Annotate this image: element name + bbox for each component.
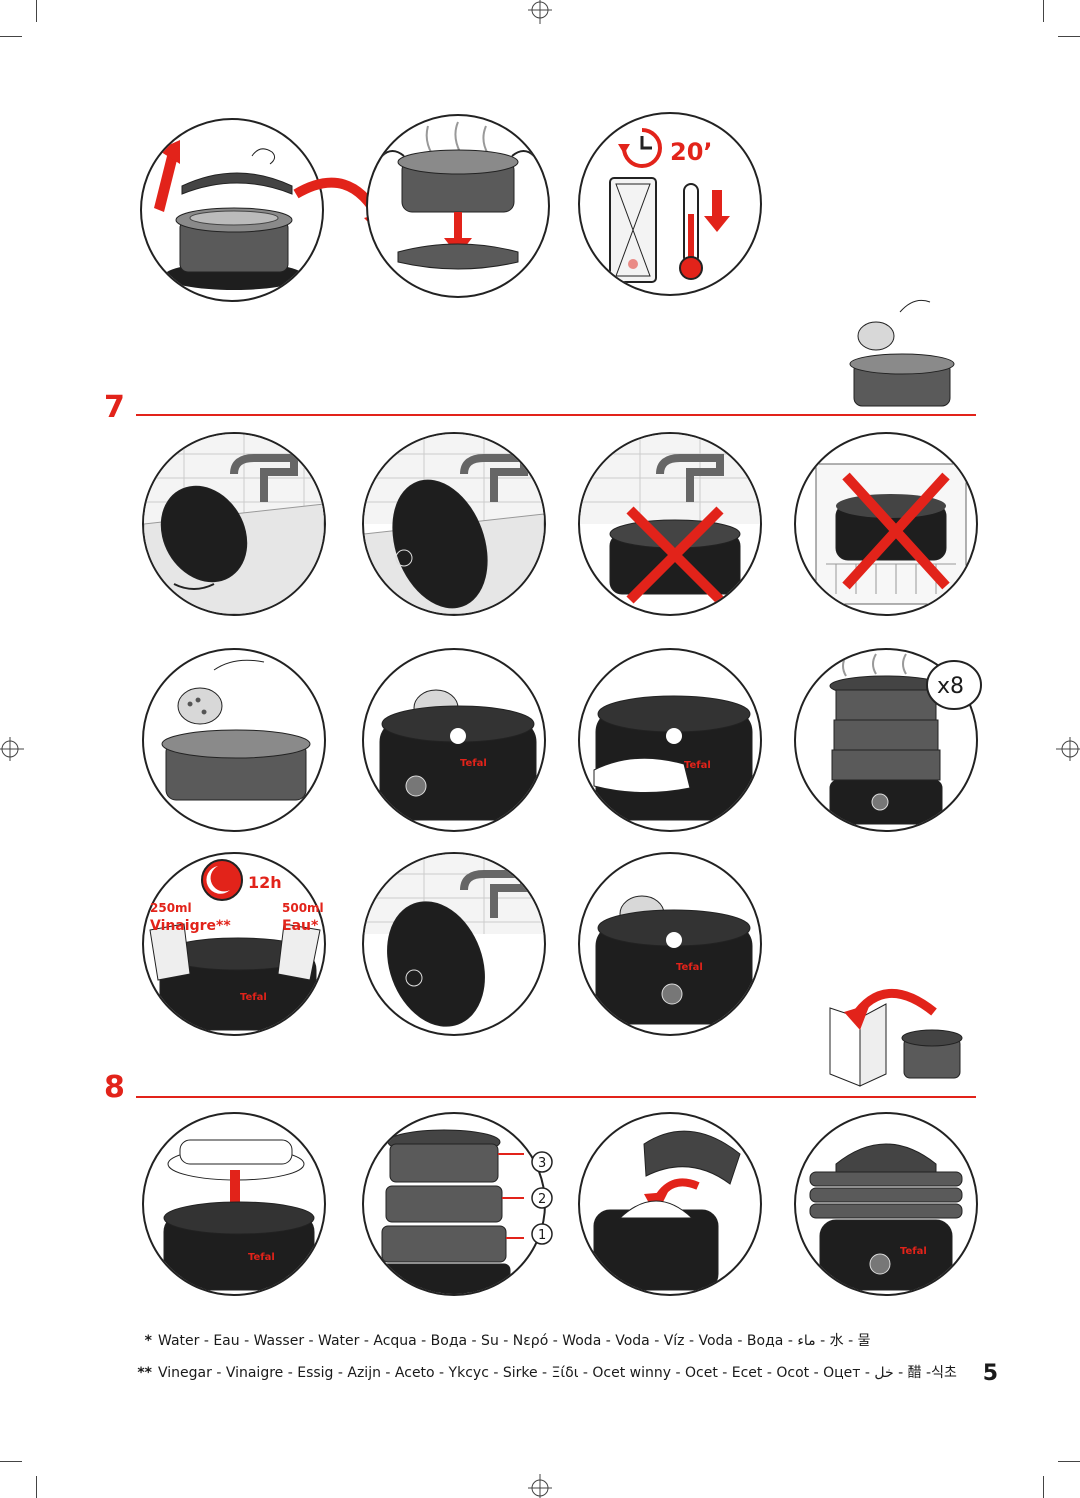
crop-mark-bottom-right-v [1043, 1476, 1044, 1498]
timer-label: 20’ [670, 138, 713, 166]
illustration-lift-lid [140, 118, 324, 302]
illustration-store-drip-tray: Tefal [142, 1112, 326, 1296]
illustration-cool-down [578, 112, 762, 296]
page-number: 5 [982, 1361, 998, 1386]
illustration-sponge-bowl [142, 648, 326, 832]
illustration-bowl-on-lid [366, 114, 550, 298]
water-marker: * [144, 1333, 152, 1349]
illustration-no-immerse [578, 432, 762, 616]
illustration-rinse-base [362, 852, 546, 1036]
svg-text:3: 3 [538, 1156, 546, 1171]
section-8-rule [136, 1096, 976, 1098]
svg-text:500ml: 500ml [282, 901, 324, 915]
crop-mark-top-left-h [0, 36, 22, 37]
illustration-wash-base [362, 432, 546, 616]
svg-text:Tefal: Tefal [684, 760, 711, 771]
crop-mark-bottom-left-h [0, 1461, 22, 1462]
illustration-no-dishwasher [794, 432, 978, 616]
svg-text:Tefal: Tefal [676, 962, 703, 973]
illustration-storage-small [824, 982, 964, 1092]
illustration-wash-drip-tray [142, 432, 326, 616]
water-terms: Water - Eau - Wasser - Water - Acqua - В… [158, 1333, 871, 1349]
registration-mark-left [0, 737, 24, 761]
illustration-stored-unit: Tefal [794, 1112, 978, 1296]
crop-mark-top-left-v [36, 0, 37, 22]
svg-text:2: 2 [538, 1192, 546, 1207]
stack-order-markers: 3 2 1 [531, 1151, 553, 1245]
vinegar-marker: ** [137, 1365, 152, 1381]
svg-text:Tefal: Tefal [900, 1246, 927, 1257]
svg-text:Vinaigre**: Vinaigre** [150, 918, 231, 934]
section-8-number: 8 [104, 1070, 125, 1105]
registration-mark-right [1056, 737, 1080, 761]
illustration-wipe-base: Tefal [578, 648, 762, 832]
svg-text:Tefal: Tefal [240, 992, 267, 1003]
illustration-descale-fill: Tefal [142, 852, 326, 1036]
svg-text:20’: 20’ [670, 138, 713, 166]
illustration-steam-cycles [794, 648, 978, 832]
crop-mark-top-right-v [1043, 0, 1044, 22]
illustration-invert-lid [578, 1112, 762, 1296]
vinegar-terms: Vinegar - Vinaigre - Essig - Azijn - Ace… [158, 1365, 957, 1381]
registration-mark-bottom [528, 1474, 552, 1498]
svg-text:Tefal: Tefal [248, 1252, 275, 1263]
crop-mark-top-right-h [1058, 36, 1080, 37]
registration-mark-top [528, 0, 552, 24]
legend-water: * Water - Eau - Wasser - Water - Acqua - … [128, 1330, 871, 1350]
section-7-number: 7 [104, 390, 125, 425]
illustration-sponge-base: Tefal [362, 648, 546, 832]
illustration-stack-bowls [362, 1112, 546, 1296]
svg-text:12h: 12h [248, 873, 282, 892]
legend-vinegar: ** Vinegar - Vinaigre - Essig - Azijn - A… [128, 1362, 957, 1382]
descale-overlay: 12h 250ml Vinaigre** 500ml Eau* [150, 859, 324, 934]
illustration-dry-base: Tefal [578, 852, 762, 1036]
cycles-badge: x8 [926, 660, 982, 710]
svg-text:x8: x8 [937, 674, 964, 699]
illustration-bowl-sponge-small [840, 292, 960, 412]
svg-text:250ml: 250ml [150, 901, 192, 915]
section-7-rule [136, 414, 976, 416]
crop-mark-bottom-left-v [36, 1476, 37, 1498]
svg-text:Eau*: Eau* [282, 918, 319, 934]
crop-mark-bottom-right-h [1058, 1461, 1080, 1462]
svg-text:Tefal: Tefal [460, 758, 487, 769]
timer-icon [618, 128, 662, 168]
svg-text:1: 1 [538, 1228, 546, 1243]
